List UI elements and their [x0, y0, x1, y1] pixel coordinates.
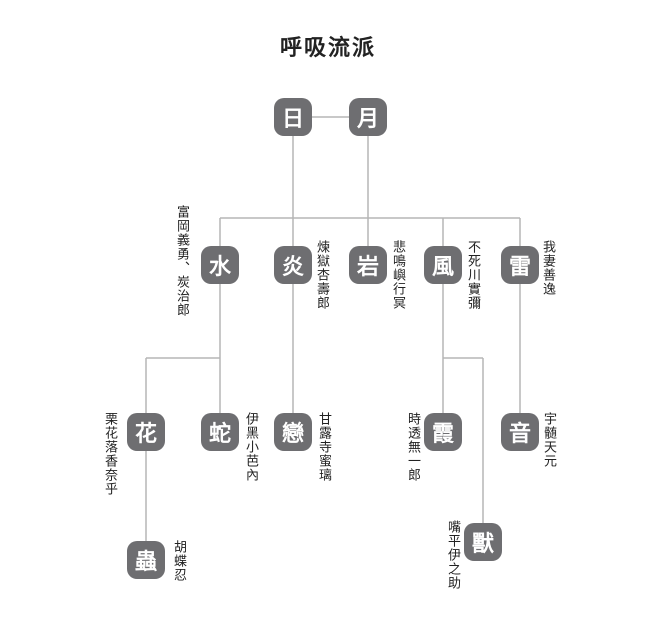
node-beast: 獸 [464, 523, 502, 561]
label-mist: 時透無一郎 [405, 412, 420, 482]
node-sun: 日 [274, 98, 312, 136]
node-flower: 花 [127, 413, 165, 451]
node-serpent: 蛇 [201, 413, 239, 451]
node-love: 戀 [274, 413, 312, 451]
label-flower: 栗花落香奈乎 [102, 412, 117, 496]
label-serpent: 伊黑小芭內 [243, 412, 258, 482]
diagram-title: 呼吸流派 [279, 36, 376, 61]
node-thunder: 雷 [501, 246, 539, 284]
label-water: 富岡義勇、炭治郎 [174, 205, 189, 317]
label-insect: 胡蝶忍 [171, 540, 186, 582]
label-sound: 宇髄天元 [541, 412, 556, 468]
node-insect: 蟲 [127, 541, 165, 579]
label-flame: 煉獄杏壽郎 [314, 240, 329, 310]
node-stone: 岩 [349, 246, 387, 284]
node-wind: 風 [424, 246, 462, 284]
label-wind: 不死川實彌 [465, 240, 480, 310]
label-love: 甘露寺蜜璃 [316, 412, 331, 482]
label-thunder: 我妻善逸 [540, 240, 555, 296]
label-beast: 嘴平伊之助 [445, 520, 460, 590]
node-sound: 音 [501, 413, 539, 451]
node-mist: 霞 [424, 413, 462, 451]
label-stone: 悲鳴嶼行冥 [390, 240, 405, 310]
node-water: 水 [201, 246, 239, 284]
node-flame: 炎 [274, 246, 312, 284]
node-moon: 月 [349, 98, 387, 136]
